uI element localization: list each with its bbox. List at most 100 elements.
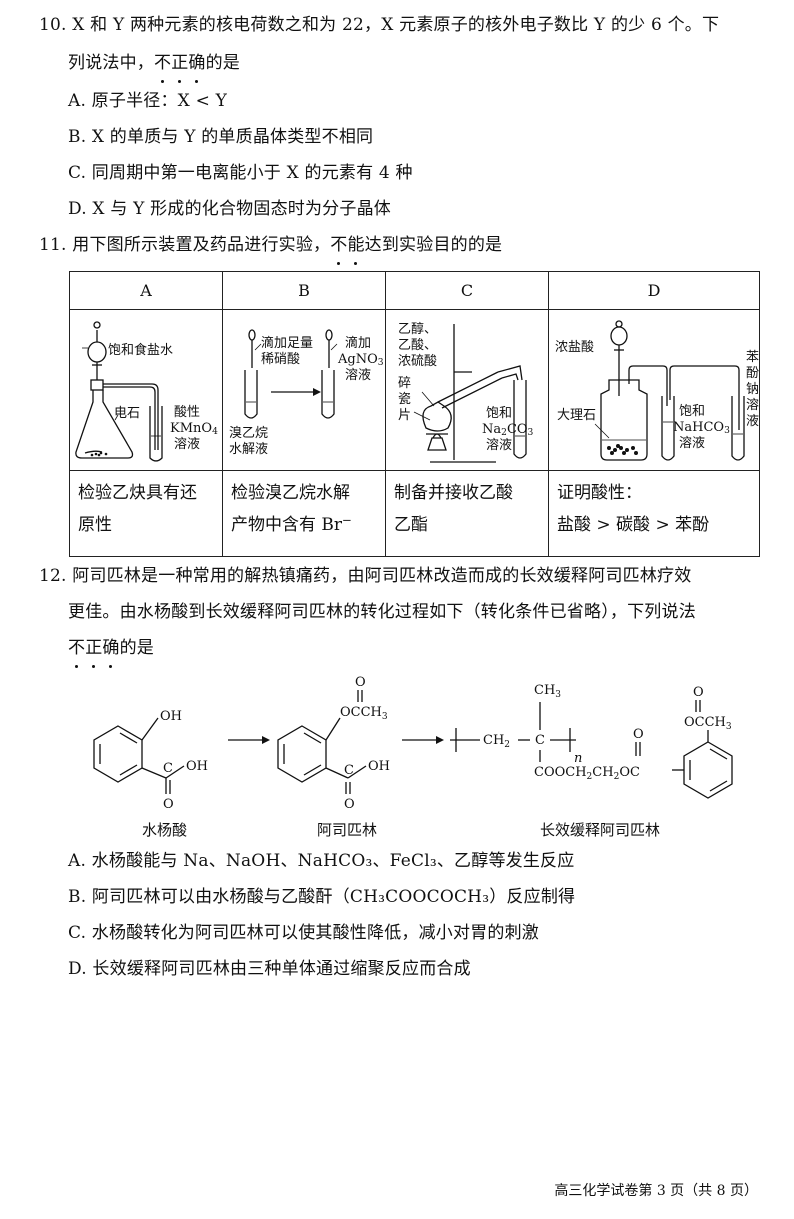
apparatus-a-drawing bbox=[75, 321, 163, 462]
polymer-ch2-sub: 2 bbox=[504, 740, 510, 750]
label-porcelain-3: 片 bbox=[398, 408, 412, 423]
label-saturated-c: 饱和 bbox=[486, 406, 513, 421]
q12-stem-line3: 不正确的是 bbox=[68, 637, 155, 668]
svg-text:OCCH3: OCCH3 bbox=[684, 715, 732, 732]
apparatus-d-drawing bbox=[594, 320, 745, 461]
apparatus-b-drawing bbox=[244, 329, 338, 419]
q12-stem-line2: 更佳。由水杨酸到长效缓释阿司匹林的转化过程如下（转化条件已省略），下列说法 bbox=[68, 602, 696, 622]
q11-stem: 11. 用下图所示装置及药品进行实验，不能达到实验目的的是 bbox=[39, 234, 503, 265]
label-ethanol: 乙醇、 bbox=[398, 322, 438, 337]
label-hydrolysate: 水解液 bbox=[229, 442, 269, 457]
label-add-silver: 滴加 bbox=[345, 336, 372, 351]
svg-text:COOCH2CH2OC: COOCH2CH2OC bbox=[534, 765, 640, 782]
q11-stem-pre: 11. 用下图所示装置及药品进行实验， bbox=[39, 235, 331, 255]
name-salicylic-acid: 水杨酸 bbox=[142, 821, 187, 839]
apparatus-a: 饱和食盐水 电石 酸性 KMnO4 溶液 bbox=[69, 309, 223, 471]
q10-option-c: C. 同周期中第一电离能小于 X 的元素有 4 种 bbox=[68, 163, 413, 183]
label-add-nitric-2: 稀硝酸 bbox=[261, 352, 301, 367]
salicylic-c: C bbox=[163, 761, 173, 776]
label-phenoxide-3: 钠 bbox=[746, 382, 760, 397]
label-acetic-acid: 乙酸、 bbox=[398, 338, 438, 353]
apparatus-d: 浓盐酸 大理石 饱和 NaHCO3 溶液 苯 酚 钠 溶 液 bbox=[548, 309, 760, 471]
q12-stem-line1: 12. 阿司匹林是一种常用的解热镇痛药，由阿司匹林改造而成的长效缓释阿司匹林疗效 bbox=[39, 566, 692, 586]
salicylic-o: O bbox=[163, 797, 174, 812]
label-marble: 大理石 bbox=[557, 408, 597, 423]
caption-b: 检验溴乙烷水解产物中含有 Br− bbox=[222, 470, 386, 557]
label-solution-a: 溶液 bbox=[174, 437, 201, 452]
q12-emphasis: 不正确 bbox=[68, 637, 120, 668]
label-conc-hcl: 浓盐酸 bbox=[555, 340, 595, 355]
label-solution-d: 溶液 bbox=[679, 436, 706, 451]
polymer-c: C bbox=[535, 733, 545, 748]
svg-text:CH2: CH2 bbox=[483, 733, 510, 750]
q10-option-b: B. X 的单质与 Y 的单质晶体类型不相同 bbox=[68, 127, 374, 147]
q10-option-d: D. X 与 Y 形成的化合物固态时为分子晶体 bbox=[68, 199, 391, 219]
polymer-ch3-sub: 3 bbox=[555, 690, 561, 700]
label-solution-c: 溶液 bbox=[486, 438, 513, 453]
label-calcium-carbide: 电石 bbox=[114, 406, 141, 421]
label-brine: 饱和食盐水 bbox=[108, 343, 174, 358]
aspirin-occh3: OCCH bbox=[340, 705, 382, 720]
label-sulfuric-acid: 浓硫酸 bbox=[398, 354, 438, 369]
svg-text:CH3: CH3 bbox=[534, 683, 561, 700]
label-phenoxide-5: 液 bbox=[746, 414, 760, 429]
apparatus-c: 乙醇、 乙酸、 浓硫酸 碎 瓷 片 饱和 Na2CO3 溶液 bbox=[385, 309, 549, 471]
label-acidic: 酸性 bbox=[174, 405, 201, 420]
column-c-header: C bbox=[385, 271, 549, 310]
q10-stem-line2: 列说法中，不正确的是 bbox=[68, 52, 240, 83]
polymer-occh3-sub: 3 bbox=[726, 722, 732, 732]
reaction-scheme: OH C OH O O OCCH3 C OH O CH2 CH3 C n COO… bbox=[93, 675, 733, 839]
q11-emphasis: 不能 bbox=[330, 234, 364, 265]
label-phenoxide-4: 溶 bbox=[746, 398, 760, 413]
svg-text:OCCH3: OCCH3 bbox=[340, 705, 388, 722]
polymer-carbonyl-o: O bbox=[633, 727, 644, 742]
aspirin-o-top: O bbox=[355, 675, 366, 690]
q11-stem-post: 达到实验目的的是 bbox=[364, 235, 503, 255]
polymer-n: n bbox=[574, 751, 582, 766]
column-d-header: D bbox=[548, 271, 760, 310]
label-porcelain-2: 瓷 bbox=[398, 392, 412, 407]
q12-option-b: B. 阿司匹林可以由水杨酸与乙酸酐（CH₃COOCOCH₃）反应制得 bbox=[68, 887, 576, 907]
label-phenoxide-1: 苯 bbox=[746, 350, 760, 365]
label-kmno4: KMnO4 bbox=[170, 421, 218, 437]
polymer-ester-sub2: 2 bbox=[614, 772, 620, 782]
experiment-table: A B C D bbox=[69, 271, 760, 557]
aspirin-acid-oh: OH bbox=[368, 759, 390, 774]
q10-stem-pre: 列说法中， bbox=[68, 53, 154, 73]
label-porcelain-1: 碎 bbox=[398, 376, 412, 391]
apparatus-c-drawing bbox=[413, 324, 527, 463]
label-nahco3: NaHCO3 bbox=[673, 420, 730, 436]
q12-option-a: A. 水杨酸能与 Na、NaOH、NaHCO₃、FeCl₃、乙醇等发生反应 bbox=[68, 851, 575, 871]
experiment-figure-row: 饱和食盐水 电石 酸性 KMnO4 溶液 bbox=[69, 309, 760, 471]
q10-option-a: A. 原子半径：X < Y bbox=[68, 91, 228, 111]
column-a-header: A bbox=[69, 271, 223, 310]
polymer-ester: COOCH bbox=[534, 765, 587, 780]
polymer-ester-end: OC bbox=[619, 765, 640, 780]
salicylic-acid-oh: OH bbox=[186, 759, 208, 774]
polymer-acetyl-o: O bbox=[693, 685, 704, 700]
q12-option-c: C. 水杨酸转化为阿司匹林可以使其酸性降低，减小对胃的刺激 bbox=[68, 923, 540, 943]
aspirin-c: C bbox=[344, 763, 354, 778]
caption-c: 制备并接收乙酸乙酯 bbox=[385, 470, 549, 557]
label-phenoxide-2: 酚 bbox=[746, 366, 760, 381]
name-sustained-aspirin: 长效缓释阿司匹林 bbox=[540, 821, 660, 839]
polymer-ch3: CH bbox=[534, 683, 555, 698]
q10-emphasis: 不正确 bbox=[154, 52, 206, 83]
page-footer: 高三化学试卷第 3 页（共 8 页） bbox=[554, 1183, 758, 1199]
q12-stem-post: 的是 bbox=[119, 638, 155, 658]
experiment-header-row: A B C D bbox=[69, 271, 760, 310]
name-aspirin: 阿司匹林 bbox=[317, 821, 377, 839]
polymer-ester-sub1: 2 bbox=[587, 772, 593, 782]
aspirin-occh3-sub: 3 bbox=[382, 712, 388, 722]
polymer-ch2: CH bbox=[483, 733, 504, 748]
polymer-ester-mid: CH bbox=[592, 765, 613, 780]
salicylic-oh: OH bbox=[160, 709, 182, 724]
label-saturated-d: 饱和 bbox=[679, 404, 706, 419]
label-add-nitric-1: 滴加足量 bbox=[261, 336, 314, 351]
apparatus-b: 滴加足量 稀硝酸 滴加 AgNO3 溶液 溴乙烷 水解液 bbox=[222, 309, 386, 471]
label-bromoethane: 溴乙烷 bbox=[229, 426, 269, 441]
column-b-header: B bbox=[222, 271, 386, 310]
label-agno3: AgNO3 bbox=[338, 352, 384, 368]
aspirin-o: O bbox=[344, 797, 355, 812]
